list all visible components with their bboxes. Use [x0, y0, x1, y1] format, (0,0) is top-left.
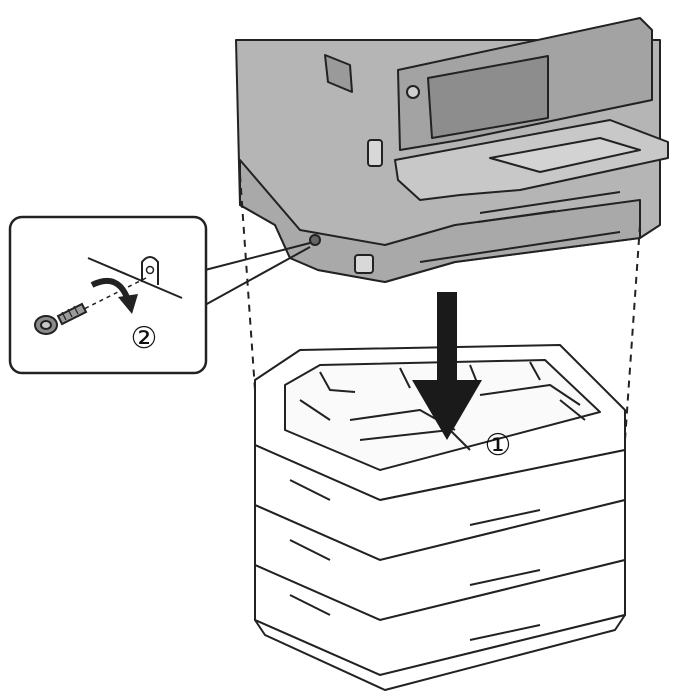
- edge-line: [87, 257, 183, 299]
- top-slot: [324, 54, 353, 93]
- cassette-slot-lower: [419, 231, 621, 263]
- screw-callout: ②: [8, 215, 311, 375]
- printer: [235, 17, 669, 283]
- display-screen: [427, 55, 549, 139]
- screw-icon: [34, 302, 88, 335]
- printer-base: [239, 159, 641, 283]
- step-2-label: ②: [131, 321, 158, 356]
- screw-hole: [309, 234, 321, 246]
- output-tray-extension: [489, 137, 641, 173]
- guide-right: [624, 224, 641, 441]
- cabinet-unit-2-handle: [289, 539, 541, 586]
- side-latch: [367, 139, 383, 167]
- cabinet-unit-1-handle: [289, 479, 541, 526]
- base-latch: [354, 254, 374, 274]
- rotate-arrow-icon: [90, 278, 138, 314]
- arrow-down-icon: [412, 292, 482, 440]
- bracket-hole-icon: [145, 265, 155, 275]
- cassette-slot: [477, 191, 621, 223]
- callout-box: [8, 215, 208, 375]
- cabinet-base: [254, 614, 626, 691]
- power-button: [406, 85, 420, 99]
- step-1-label: ①: [485, 428, 512, 463]
- cabinet-unit-3-handle: [289, 594, 541, 641]
- callout-leader: [204, 242, 311, 306]
